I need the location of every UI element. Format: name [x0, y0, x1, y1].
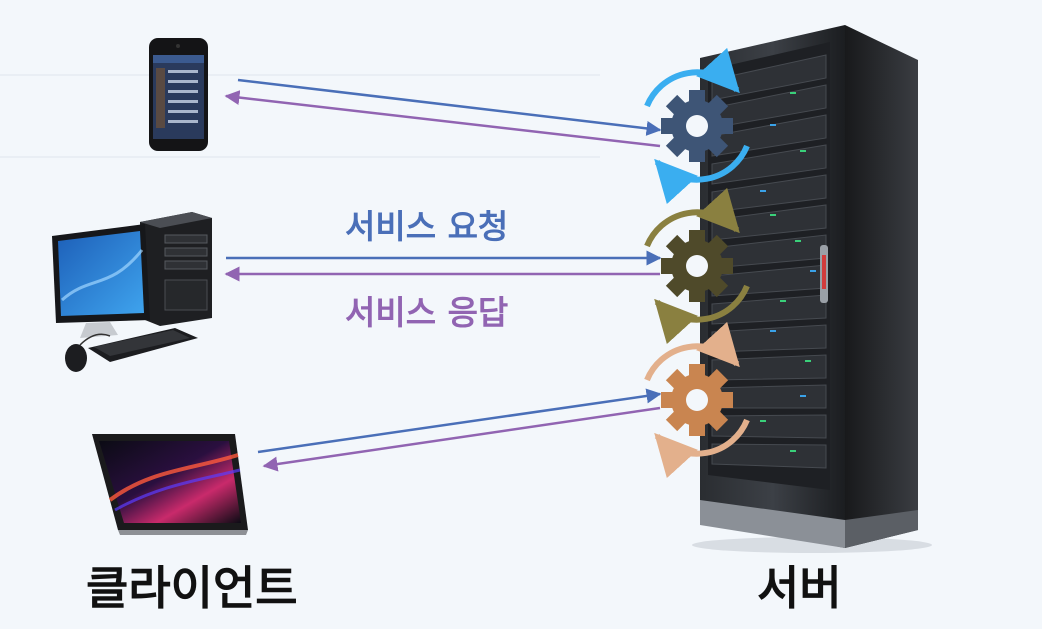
server-label: 서버: [757, 561, 842, 615]
arrows-group: [224, 78, 662, 472]
request-arrow-phone: [237, 78, 662, 136]
smartphone-icon: [149, 38, 208, 151]
desktop-computer-icon: [52, 212, 212, 372]
tablet-icon: [92, 434, 248, 535]
service-request-label: 서비스 요청: [345, 207, 509, 246]
gear-icon: [644, 47, 750, 205]
gear-icon: [644, 321, 750, 479]
gear-icon: [644, 187, 750, 345]
response-arrow-phone: [224, 90, 661, 148]
request-arrow-tablet: [257, 388, 662, 454]
client-label: 클라이언트: [86, 561, 298, 615]
response-arrow-tablet: [262, 406, 661, 472]
service-response-label: 서비스 응답: [345, 293, 509, 332]
server-rack-icon: [692, 25, 932, 553]
